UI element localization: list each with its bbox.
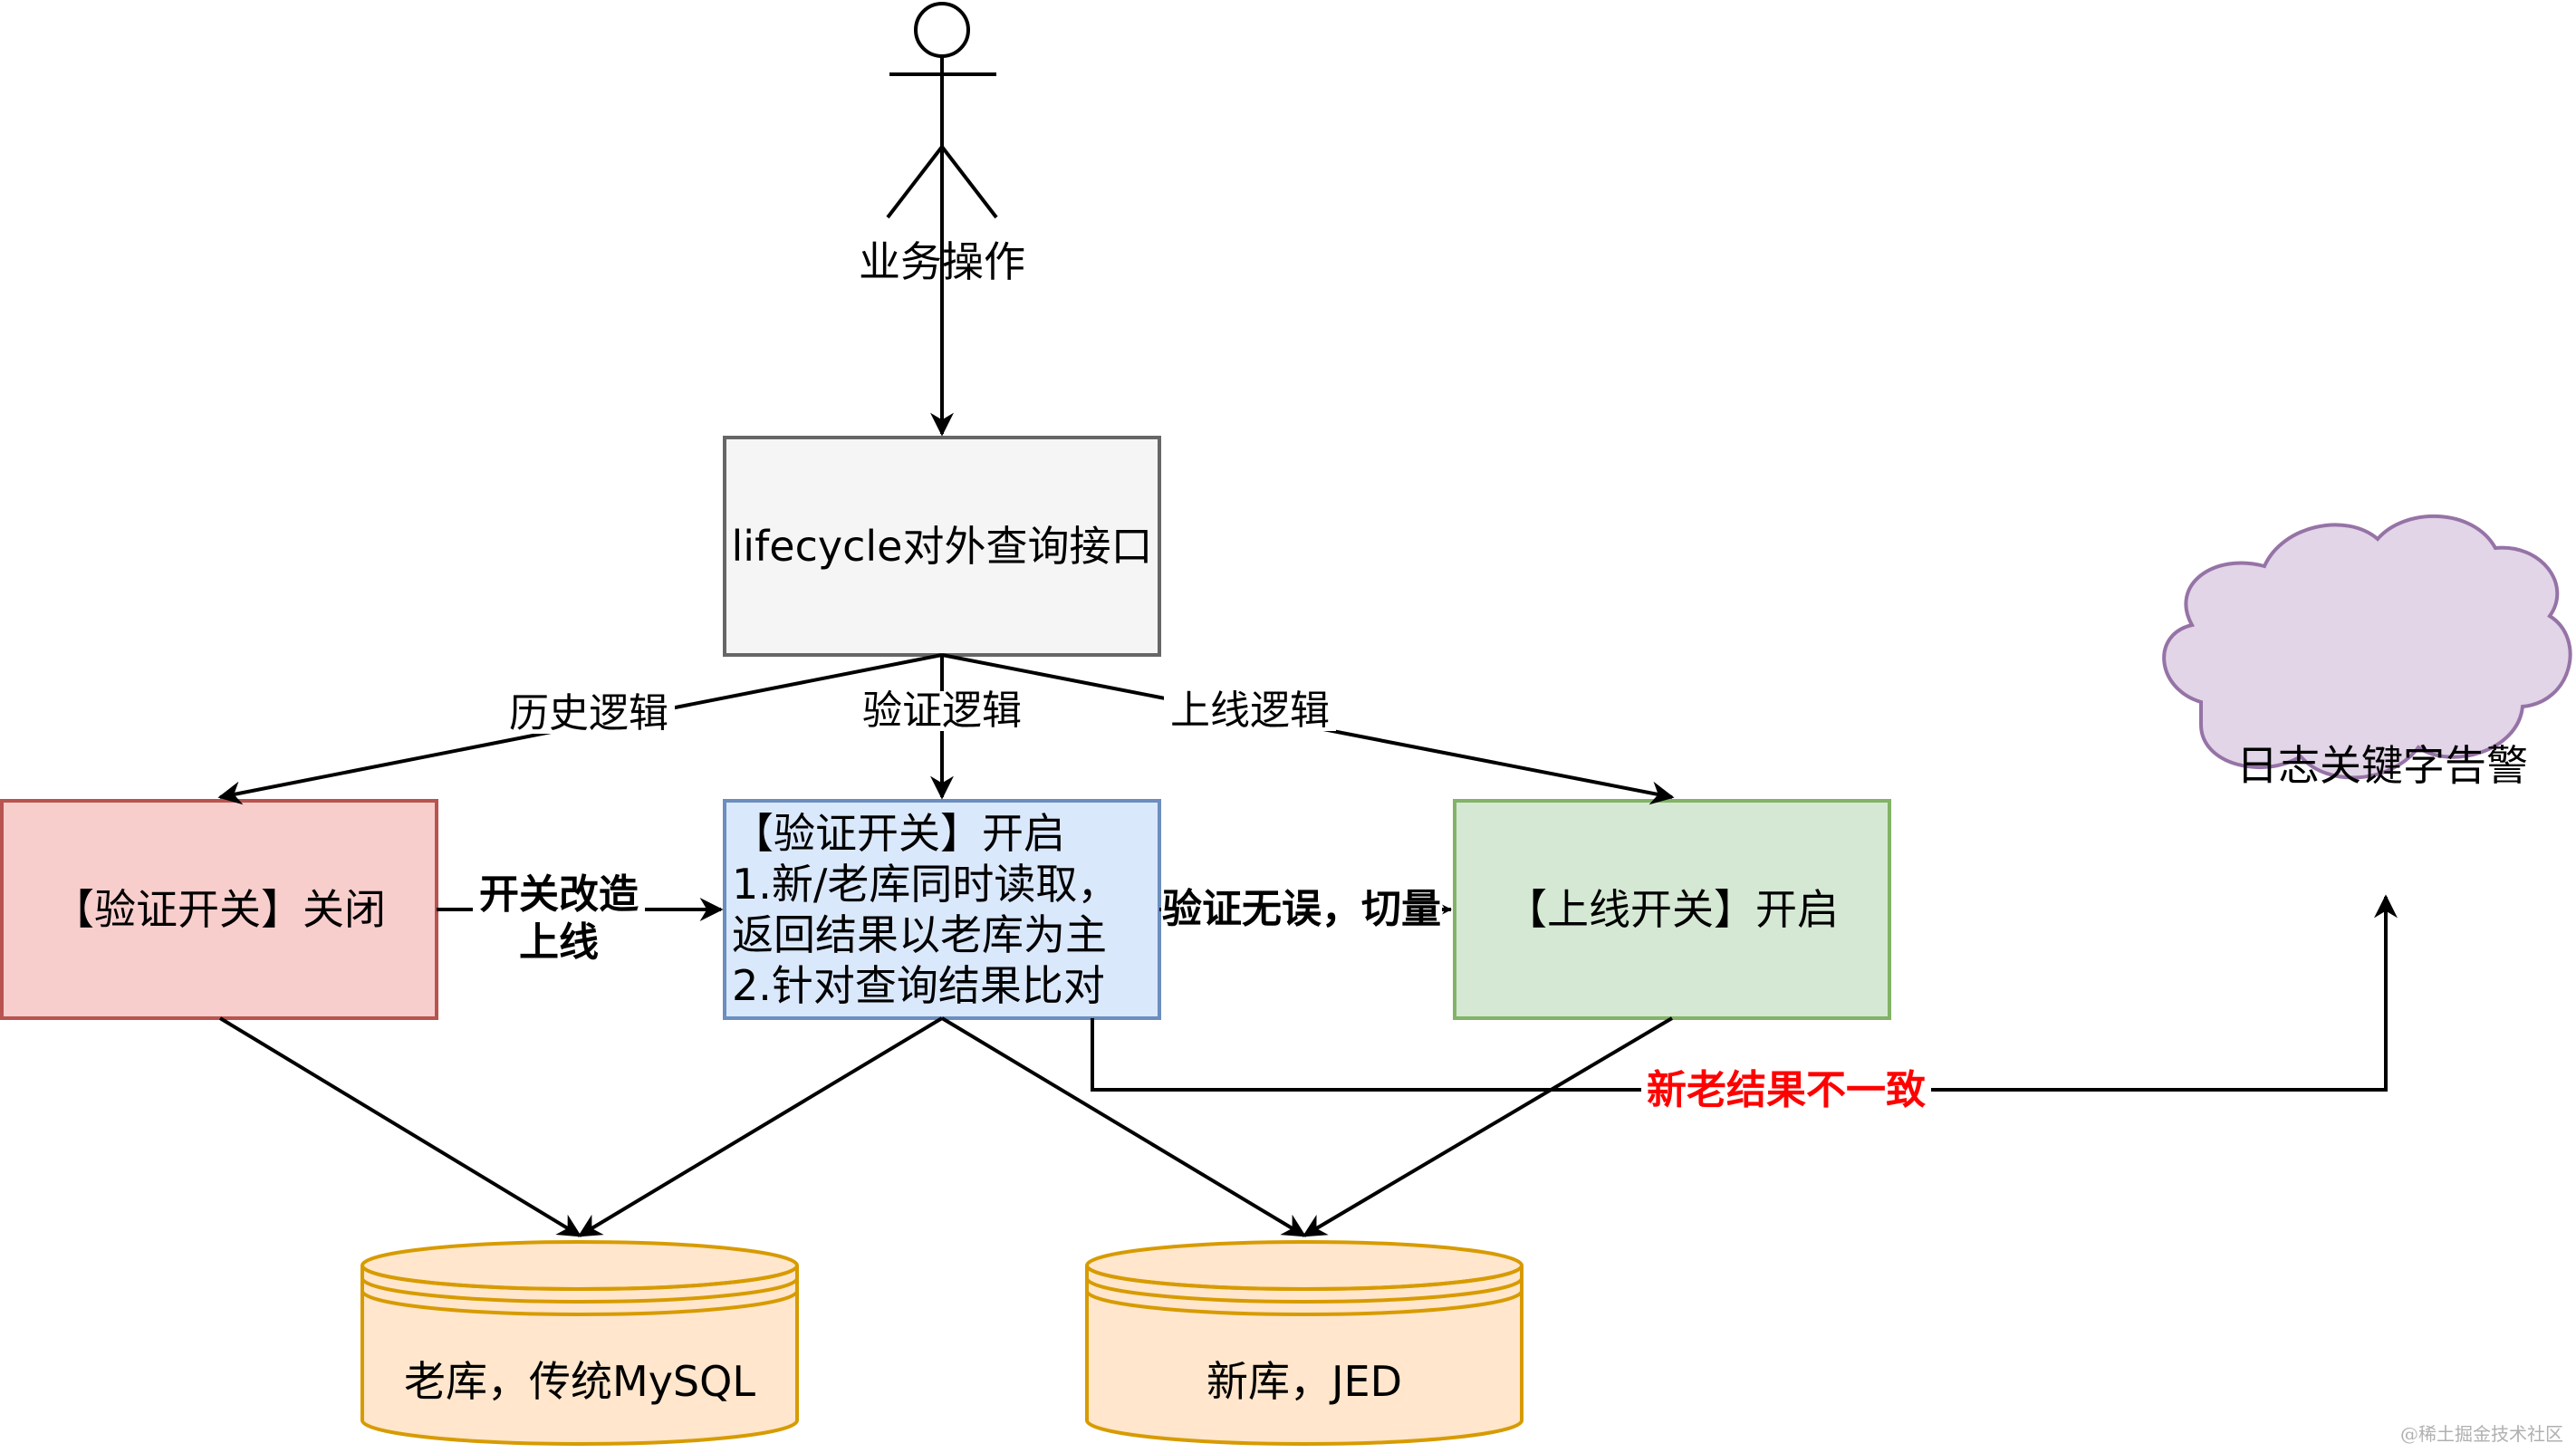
edge-off-to-old-db (218, 1016, 582, 1237)
verify-off-box-shape (0, 799, 438, 1020)
online-on-box: 【上线开关】开启 (1455, 801, 1889, 1018)
switch-upgrade-line: 上线 (519, 919, 599, 966)
edge-on-to-new-db (940, 1016, 1307, 1237)
verify-off-label: 【验证开关】关闭 (53, 884, 386, 934)
edge-on-to-old-db (577, 1016, 944, 1237)
verify-on-line: 返回结果以老库为主 (732, 910, 1107, 959)
old-db-cylinder-shape (360, 1240, 799, 1446)
verify-on-text: 【验证开关】开启 1.新/老库同时读取， 返回结果以老库为主 2.针对查询结果比… (732, 808, 1119, 1011)
edge-label-mismatch: 新老结果不一致 (1641, 1071, 1931, 1111)
old-db-label: 老库，传统MySQL (404, 1356, 755, 1406)
verify-on-box: 【验证开关】开启 1.新/老库同时读取， 返回结果以老库为主 2.针对查询结果比… (725, 801, 1159, 1018)
verify-on-box-shape (723, 799, 1161, 1020)
watermark: @稀土掘金技术社区 (2400, 1423, 2563, 1445)
old-db-cylinder: 老库，传统MySQL (362, 1318, 797, 1445)
switch-upgrade-line: 开关改造 (479, 871, 639, 918)
edge-label-online: 上线逻辑 (1164, 691, 1336, 731)
edge-label-verified-cutover: 验证无误，切量 (1161, 886, 1442, 932)
edge-online-to-new-db (1302, 1016, 1674, 1237)
verify-on-line: 【验证开关】开启 (732, 808, 1065, 858)
verify-on-line: 2.针对查询结果比对 (732, 961, 1105, 1011)
actor-label: 业务操作 (859, 237, 1025, 286)
verify-off-box: 【验证开关】关闭 (2, 801, 437, 1018)
log-alert-label: 日志关键字告警 (2236, 740, 2528, 790)
log-alert-cloud-shape (2162, 515, 2572, 780)
online-on-label: 【上线开关】开启 (1505, 884, 1839, 934)
online-on-box-shape (1453, 799, 1891, 1020)
query-interface-label: lifecycle对外查询接口 (731, 521, 1153, 571)
edge-label-verify: 验证逻辑 (856, 691, 1028, 731)
edge-label-switch-upgrade: 开关改造 上线 (473, 871, 645, 967)
verify-on-line: 1.新/老库同时读取， (732, 859, 1120, 909)
query-interface-box: lifecycle对外查询接口 (725, 438, 1159, 655)
log-alert-cloud: 日志关键字告警 (2192, 716, 2572, 815)
new-db-cylinder: 新库，JED (1087, 1318, 1522, 1445)
new-db-label: 新库，JED (1206, 1356, 1403, 1406)
new-db-cylinder-shape (1085, 1240, 1523, 1446)
edge-label-history: 历史逻辑 (503, 694, 675, 734)
